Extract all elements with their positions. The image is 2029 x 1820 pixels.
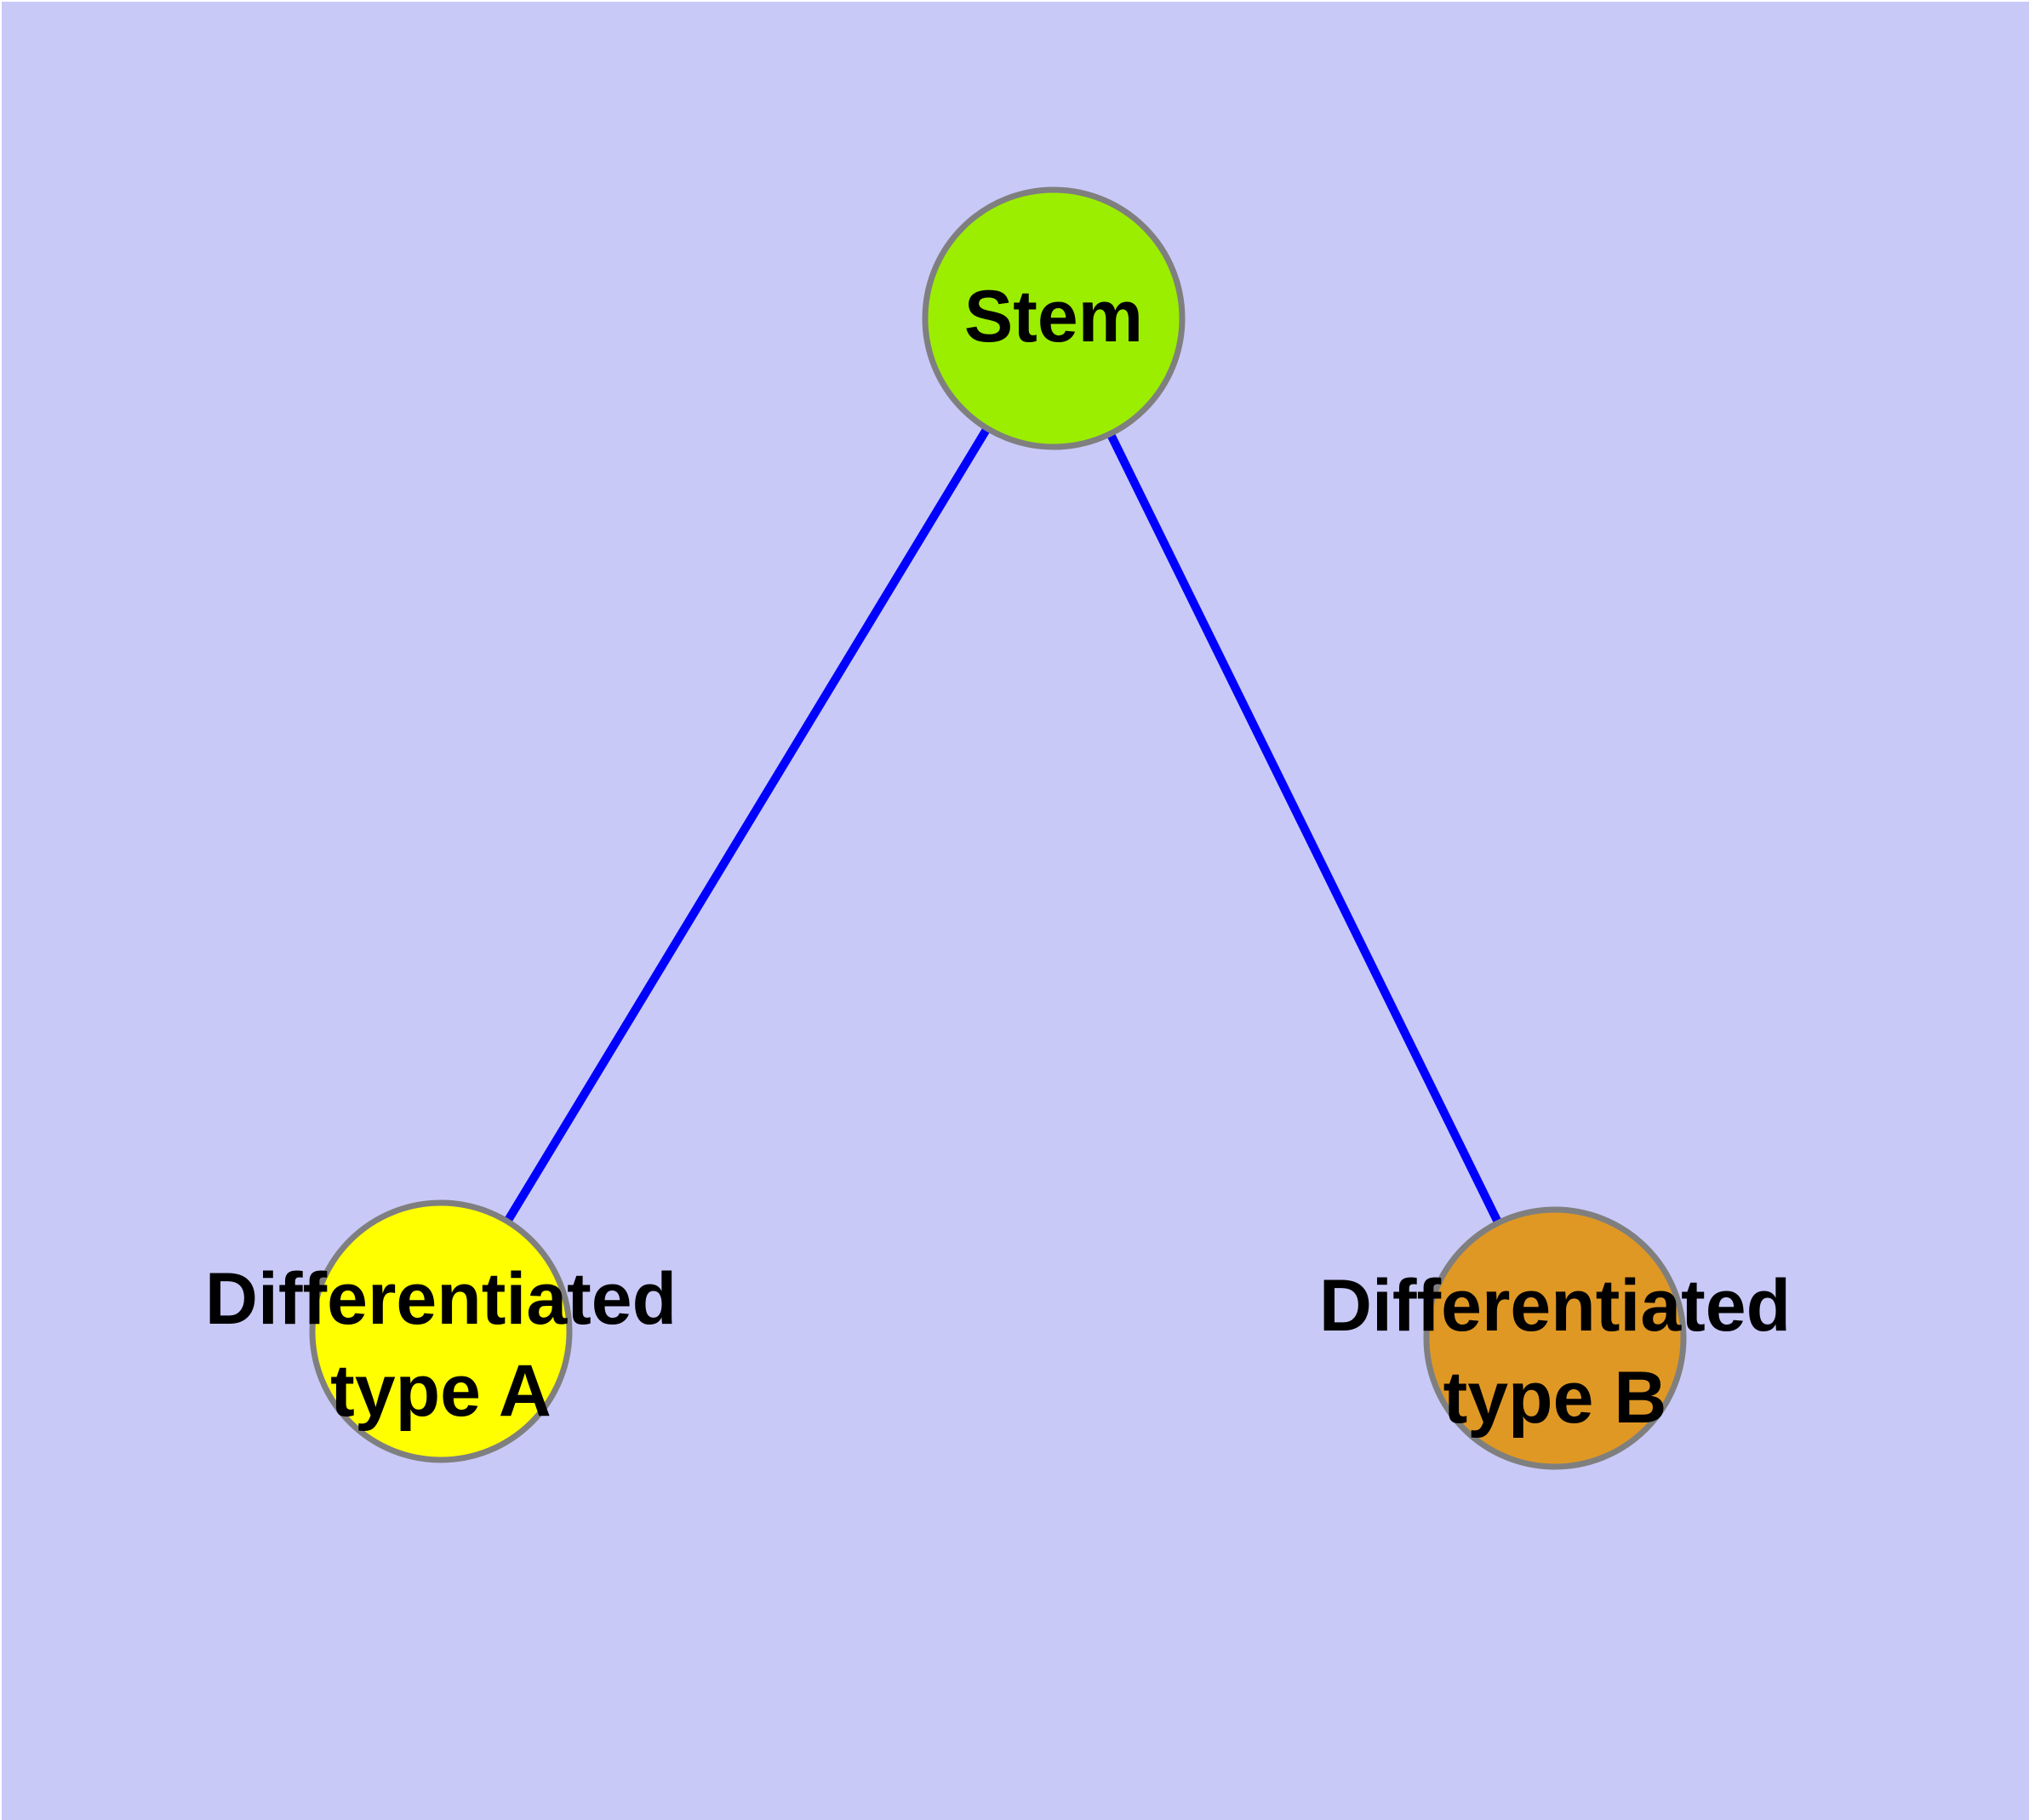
node-stem (922, 186, 1186, 450)
node-differentiated-type-b (1423, 1206, 1687, 1470)
edge-stem-to-type-b (1049, 316, 1559, 1341)
edge-stem-to-type-a (437, 316, 1058, 1334)
node-differentiated-type-a (309, 1199, 573, 1463)
